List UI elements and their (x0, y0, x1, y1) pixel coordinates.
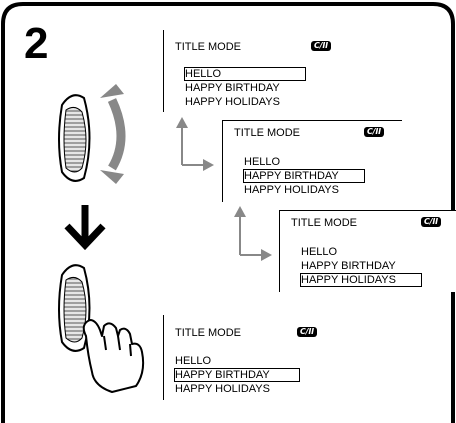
screen-title: TITLE MODE (175, 41, 242, 53)
title-item-happy-birthday: HAPPY BIRTHDAY (301, 260, 396, 272)
screen-border-left (222, 120, 223, 202)
screen-border-left (163, 30, 164, 112)
flow-arrow-2 (239, 216, 263, 256)
title-item-happy-birthday: HAPPY BIRTHDAY (174, 368, 300, 382)
flow-arrow-2-right-head (261, 249, 272, 261)
screen-border-top (279, 210, 456, 211)
screen-title: TITLE MODE (234, 127, 301, 139)
tape-badge: C/II (364, 127, 384, 137)
screen-happy-birthday-confirmed: TITLE MODE C/II HELLO HAPPY BIRTHDAY HAP… (163, 315, 343, 400)
flow-arrow-1-right-head (203, 159, 214, 171)
dial-upper (58, 94, 91, 182)
screen-border-left (163, 315, 164, 400)
rotate-arrow-icon (100, 84, 126, 184)
title-item-happy-holidays: HAPPY HOLIDAYS (175, 383, 270, 395)
flow-arrow-1 (181, 127, 205, 166)
tape-badge: C/II (311, 41, 331, 51)
step-number: 2 (24, 19, 49, 68)
screen-hello-selected: TITLE MODE C/II HELLO HAPPY BIRTHDAY HAP… (163, 30, 343, 112)
screen-border-top (222, 120, 402, 121)
title-item-happy-holidays: HAPPY HOLIDAYS (185, 96, 280, 108)
screen-happy-birthday-selected: TITLE MODE C/II HELLO HAPPY BIRTHDAY HAP… (222, 120, 402, 202)
flow-arrow-1-up-head (176, 117, 188, 128)
screen-border-left (279, 210, 280, 292)
title-item-happy-birthday: HAPPY BIRTHDAY (243, 169, 365, 183)
dial-lower (58, 264, 91, 352)
title-item-happy-birthday: HAPPY BIRTHDAY (185, 82, 280, 94)
title-item-happy-holidays: HAPPY HOLIDAYS (244, 184, 339, 196)
title-item-happy-holidays: HAPPY HOLIDAYS (300, 273, 422, 287)
tape-badge: C/II (297, 327, 317, 337)
tape-badge: C/II (421, 217, 441, 227)
title-item-hello: HELLO (244, 156, 281, 168)
screen-title: TITLE MODE (291, 217, 358, 229)
down-arrow-icon (64, 205, 106, 251)
title-item-hello: HELLO (175, 355, 212, 367)
title-item-hello: HELLO (184, 67, 306, 81)
pressing-hand-icon (82, 319, 145, 393)
title-item-hello: HELLO (301, 246, 338, 258)
screen-title: TITLE MODE (175, 327, 242, 339)
flow-arrow-2-up-head (234, 206, 246, 217)
screen-happy-holidays-selected: TITLE MODE C/II HELLO HAPPY BIRTHDAY HAP… (279, 210, 456, 292)
